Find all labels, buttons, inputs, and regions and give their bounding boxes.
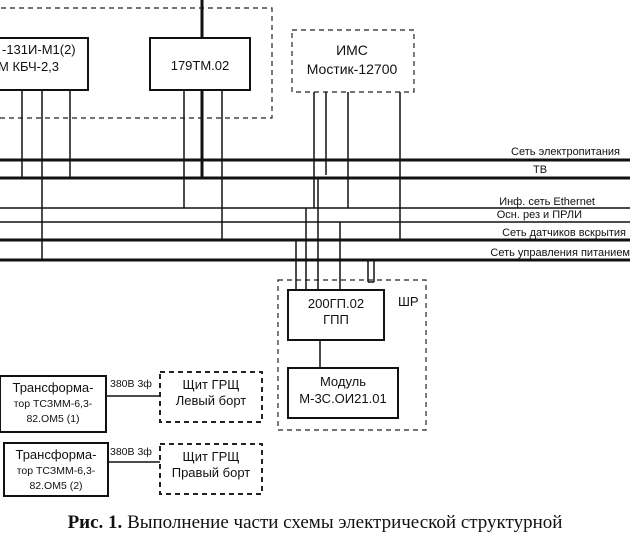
- ims-box: [291, 29, 415, 93]
- module-box: [287, 367, 399, 419]
- bus-ethernet-label: Инф. сеть Ethernet: [499, 196, 595, 208]
- voltage1-label: 380В 3ф: [110, 378, 152, 390]
- transformer2-line3: 82.ОМ5 (2): [29, 480, 82, 492]
- transformer2-box: [3, 442, 109, 497]
- tm-box: [149, 37, 251, 91]
- left-partial-box: [0, 37, 89, 91]
- wr-frame: [277, 279, 427, 431]
- gp-box-line2: ГПП: [323, 312, 349, 327]
- figure-caption: Рис. 1. Выполнение части схемы электриче…: [0, 512, 630, 534]
- panel1-line1: Щит ГРЩ: [183, 377, 240, 392]
- left-box-line2: М КБЧ-2,3: [0, 59, 59, 74]
- panel1-line2: Левый борт: [176, 393, 247, 408]
- module-box-line2: М-3С.ОИ21.01: [299, 391, 386, 406]
- transformer1-box: [0, 375, 107, 433]
- ims-box-line2: Мостик-12700: [307, 61, 398, 77]
- caption-text: Выполнение части схемы электрической стр…: [122, 512, 563, 533]
- gp-box: [287, 289, 385, 341]
- bus-sensors-label: Сеть датчиков вскрытия: [502, 227, 626, 239]
- caption-prefix: Рис. 1.: [67, 512, 123, 533]
- bus-power-label: Сеть электропитания: [511, 146, 620, 158]
- panel1-box: [159, 371, 263, 423]
- voltage2-label: 380В 3ф: [110, 446, 152, 458]
- panel2-line2: Правый борт: [172, 465, 251, 480]
- ims-box-line1: ИМС: [336, 42, 368, 58]
- transformer2-line2: тор ТСЗММ-6,3-: [17, 465, 96, 477]
- gp-box-line1: 200ГП.02: [308, 296, 364, 311]
- dashed-frame-top: [0, 7, 273, 119]
- transformer1-line1: Трансформа-: [12, 380, 93, 395]
- transformer2-line1: Трансформа-: [15, 447, 96, 462]
- transformer1-line2: тор ТСЗММ-6,3-: [14, 398, 93, 410]
- module-box-line1: Модуль: [320, 374, 366, 389]
- left-box-line1: -131И-М1(2): [2, 42, 76, 57]
- panel2-line1: Щит ГРЩ: [183, 449, 240, 464]
- transformer1-line3: 82.ОМ5 (1): [26, 413, 79, 425]
- bus-tv-label: ТВ: [533, 164, 547, 176]
- bus-control-label: Сеть управления питанием: [490, 247, 630, 259]
- wr-label: ШР: [398, 294, 419, 309]
- bus-osn-label: Осн. рез и ПРЛИ: [497, 209, 582, 221]
- panel2-box: [159, 443, 263, 495]
- tm-box-label: 179ТМ.02: [171, 58, 230, 73]
